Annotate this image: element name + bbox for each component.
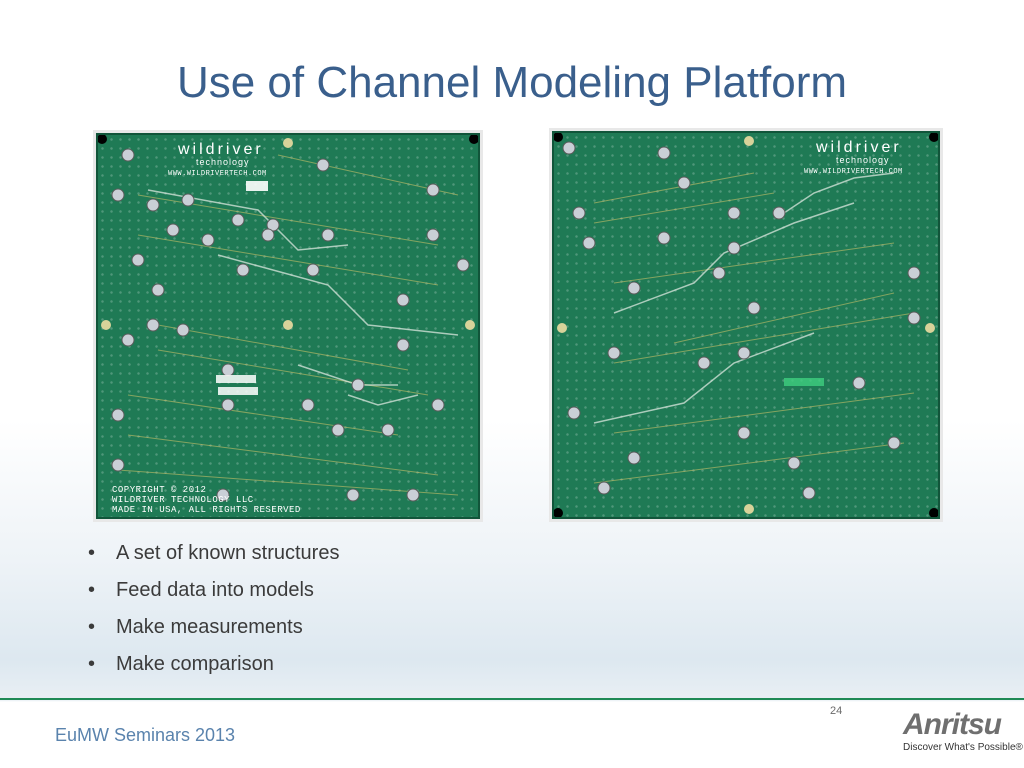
left-board-logo: wildriver [178, 141, 264, 158]
left-board-copyright-1: COPYRIGHT © 2012 [112, 485, 207, 495]
right-board-logo: wildriver [816, 139, 902, 156]
right-board-traces [554, 133, 938, 517]
left-board-image: wildriver technology WWW.WILDRIVERTECH.C… [96, 133, 480, 519]
right-board-logo-sub: technology [836, 155, 890, 165]
bullet-item: A set of known structures [88, 540, 339, 577]
footer-divider [0, 698, 1024, 700]
left-board-logo-sub: technology [196, 157, 250, 167]
slide-title: Use of Channel Modeling Platform [176, 58, 848, 107]
right-board-url: WWW.WILDRIVERTECH.COM [804, 168, 903, 176]
right-board-image: wildriver technology WWW.WILDRIVERTECH.C… [552, 131, 940, 519]
left-board-traces [98, 135, 478, 502]
left-board-copyright-2: WILDRIVER TECHNOLOGY LLC [112, 495, 254, 505]
anritsu-logo: Anritsu [903, 708, 1002, 741]
page-number: 24 [830, 705, 843, 717]
bullet-item: Feed data into models [88, 577, 339, 614]
bullet-item: Make comparison [88, 651, 339, 688]
bullet-item: Make measurements [88, 614, 339, 651]
left-board-url: WWW.WILDRIVERTECH.COM [168, 170, 267, 178]
left-board-copyright-3: MADE IN USA, ALL RIGHTS RESERVED [112, 505, 301, 515]
bullet-list: A set of known structures Feed data into… [88, 540, 339, 688]
brand-tagline: Discover What's Possible® [903, 742, 1023, 753]
footer-text: EuMW Seminars 2013 [55, 725, 236, 745]
